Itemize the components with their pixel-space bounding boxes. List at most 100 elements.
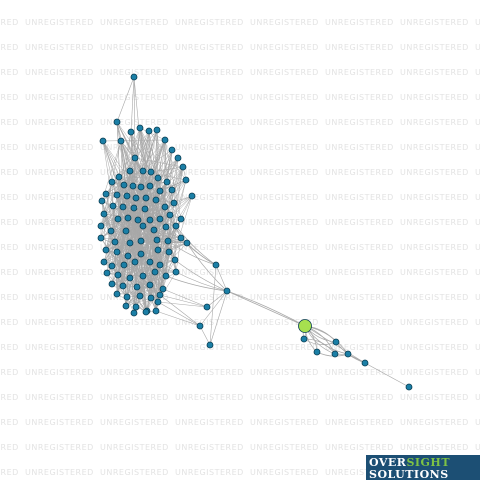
entity-node[interactable] <box>111 238 119 246</box>
entity-node[interactable] <box>120 261 128 269</box>
entity-node[interactable] <box>166 211 174 219</box>
entity-node[interactable] <box>146 258 154 266</box>
entity-node[interactable] <box>137 183 145 191</box>
entity-node[interactable] <box>172 268 180 276</box>
focus-entity-node[interactable] <box>298 319 312 333</box>
entity-node[interactable] <box>188 192 196 200</box>
entity-node[interactable] <box>159 285 167 293</box>
entity-node[interactable] <box>108 280 116 288</box>
entity-node[interactable] <box>119 282 127 290</box>
entity-node[interactable] <box>183 239 191 247</box>
entity-node[interactable] <box>100 258 108 266</box>
entity-node[interactable] <box>139 222 147 230</box>
entity-node[interactable] <box>206 341 214 349</box>
entity-node[interactable] <box>102 190 110 198</box>
entity-node[interactable] <box>113 248 121 256</box>
entity-node[interactable] <box>152 307 160 315</box>
entity-node[interactable] <box>107 227 115 235</box>
entity-node[interactable] <box>113 290 121 298</box>
entity-node[interactable] <box>162 272 170 280</box>
entity-node[interactable] <box>165 248 173 256</box>
entity-node[interactable] <box>103 269 111 277</box>
entity-node[interactable] <box>102 246 110 254</box>
entity-node[interactable] <box>151 268 159 276</box>
entity-node[interactable] <box>147 168 155 176</box>
entity-node[interactable] <box>212 261 220 269</box>
entity-node[interactable] <box>161 203 169 211</box>
entity-node[interactable] <box>170 199 178 207</box>
entity-node[interactable] <box>153 126 161 134</box>
entity-node[interactable] <box>126 274 134 282</box>
entity-node[interactable] <box>100 210 108 218</box>
entity-node[interactable] <box>145 127 153 135</box>
entity-node[interactable] <box>115 173 123 181</box>
entity-node[interactable] <box>129 182 137 190</box>
entity-node[interactable] <box>168 146 176 154</box>
entity-node[interactable] <box>196 322 204 330</box>
entity-node[interactable] <box>114 215 122 223</box>
entity-node[interactable] <box>182 176 190 184</box>
entity-node[interactable] <box>126 239 134 247</box>
entity-node[interactable] <box>109 202 117 210</box>
entity-node[interactable] <box>130 309 138 317</box>
entity-node[interactable] <box>131 258 139 266</box>
entity-node[interactable] <box>133 283 141 291</box>
entity-node[interactable] <box>142 194 150 202</box>
entity-node[interactable] <box>171 256 179 264</box>
entity-node[interactable] <box>139 167 147 175</box>
entity-node[interactable] <box>361 359 369 367</box>
entity-node[interactable] <box>132 194 140 202</box>
entity-node[interactable] <box>223 287 231 295</box>
entity-node[interactable] <box>114 271 122 279</box>
entity-node[interactable] <box>162 223 170 231</box>
entity-node[interactable] <box>120 181 128 189</box>
entity-node[interactable] <box>154 174 162 182</box>
entity-node[interactable] <box>150 226 158 234</box>
entity-node[interactable] <box>124 214 132 222</box>
entity-node[interactable] <box>130 73 138 81</box>
entity-node[interactable] <box>122 227 130 235</box>
entity-node[interactable] <box>130 204 138 212</box>
entity-node[interactable] <box>146 182 154 190</box>
entity-node[interactable] <box>127 128 135 136</box>
entity-node[interactable] <box>344 350 352 358</box>
entity-node[interactable] <box>177 215 185 223</box>
entity-node[interactable] <box>108 262 116 270</box>
entity-node[interactable] <box>123 192 131 200</box>
entity-node[interactable] <box>139 272 147 280</box>
entity-node[interactable] <box>164 237 172 245</box>
entity-node[interactable] <box>174 154 182 162</box>
entity-node[interactable] <box>161 136 169 144</box>
entity-node[interactable] <box>117 137 125 145</box>
entity-node[interactable] <box>177 234 185 242</box>
entity-node[interactable] <box>142 308 150 316</box>
entity-node[interactable] <box>113 118 121 126</box>
entity-node[interactable] <box>156 187 164 195</box>
entity-node[interactable] <box>126 167 134 175</box>
entity-node[interactable] <box>98 197 106 205</box>
entity-node[interactable] <box>124 252 132 260</box>
entity-node[interactable] <box>97 234 105 242</box>
entity-node[interactable] <box>331 350 339 358</box>
entity-node[interactable] <box>156 291 164 299</box>
entity-node[interactable] <box>203 303 211 311</box>
entity-node[interactable] <box>156 261 164 269</box>
entity-node[interactable] <box>131 154 139 162</box>
entity-node[interactable] <box>108 178 116 186</box>
entity-node[interactable] <box>141 205 149 213</box>
entity-node[interactable] <box>332 338 340 346</box>
entity-node[interactable] <box>313 348 321 356</box>
entity-node[interactable] <box>119 203 127 211</box>
entity-node[interactable] <box>146 216 154 224</box>
entity-node[interactable] <box>146 281 154 289</box>
entity-node[interactable] <box>132 303 140 311</box>
entity-node[interactable] <box>172 222 180 230</box>
entity-node[interactable] <box>179 163 187 171</box>
entity-node[interactable] <box>123 293 131 301</box>
entity-node[interactable] <box>122 302 130 310</box>
entity-node[interactable] <box>168 186 176 194</box>
entity-node[interactable] <box>99 137 107 145</box>
entity-node[interactable] <box>134 216 142 224</box>
entity-node[interactable] <box>147 294 155 302</box>
entity-node[interactable] <box>136 124 144 132</box>
